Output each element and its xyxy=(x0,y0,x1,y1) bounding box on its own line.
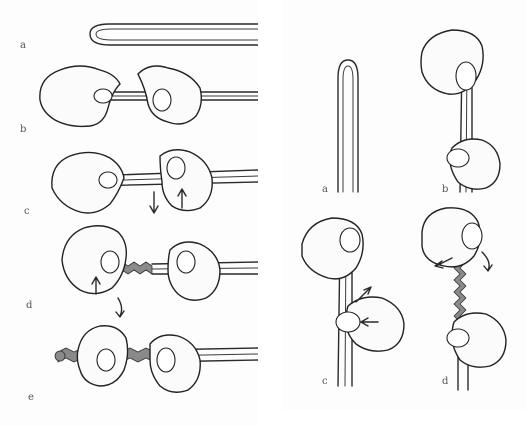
thumbnail-icon xyxy=(94,89,112,103)
step-b-hands xyxy=(421,30,500,192)
arrow-icon xyxy=(150,192,158,213)
step-c-hands xyxy=(302,218,404,386)
step-label-b: b xyxy=(20,124,26,135)
step-e-hands xyxy=(55,326,258,393)
thumbnail-icon xyxy=(167,157,185,179)
thumbnail-icon xyxy=(177,251,195,273)
step-label-b: b xyxy=(442,184,448,195)
arrow-icon xyxy=(116,298,124,317)
thumbnail-icon xyxy=(340,228,360,252)
right-figure-drawing xyxy=(282,0,526,410)
hand-icon xyxy=(168,242,220,300)
thumbnail-icon xyxy=(157,348,175,372)
step-label-d: d xyxy=(442,376,448,387)
left-figure-drawing xyxy=(0,0,258,426)
step-label-d: d xyxy=(26,300,32,311)
step-d-hands xyxy=(62,226,258,317)
step-d-hands xyxy=(422,208,506,390)
thumbnail-icon xyxy=(456,62,476,90)
step-label-a: a xyxy=(322,184,328,195)
thumbnail-icon xyxy=(447,149,469,167)
thumbnail-icon xyxy=(462,223,482,249)
step-label-c: c xyxy=(24,206,30,217)
step-c-hands xyxy=(52,150,258,213)
thumbnail-icon xyxy=(336,312,360,332)
thumbnail-icon xyxy=(99,172,117,188)
step-label-a: a xyxy=(20,40,26,51)
step-a-cord xyxy=(338,60,358,192)
thumbnail-icon xyxy=(447,329,469,347)
thumbnail-icon xyxy=(97,349,115,371)
step-a-cord xyxy=(90,24,258,45)
arrow-icon xyxy=(482,252,492,271)
step-b-hands xyxy=(40,66,258,126)
right-figure-panel: a b c d xyxy=(282,0,526,410)
step-label-e: e xyxy=(28,392,34,403)
step-label-c: c xyxy=(322,376,328,387)
hand-icon xyxy=(160,150,212,211)
thumbnail-icon xyxy=(101,251,119,273)
thumbnail-icon xyxy=(153,89,171,111)
left-figure-panel: a b c d e xyxy=(0,0,258,426)
